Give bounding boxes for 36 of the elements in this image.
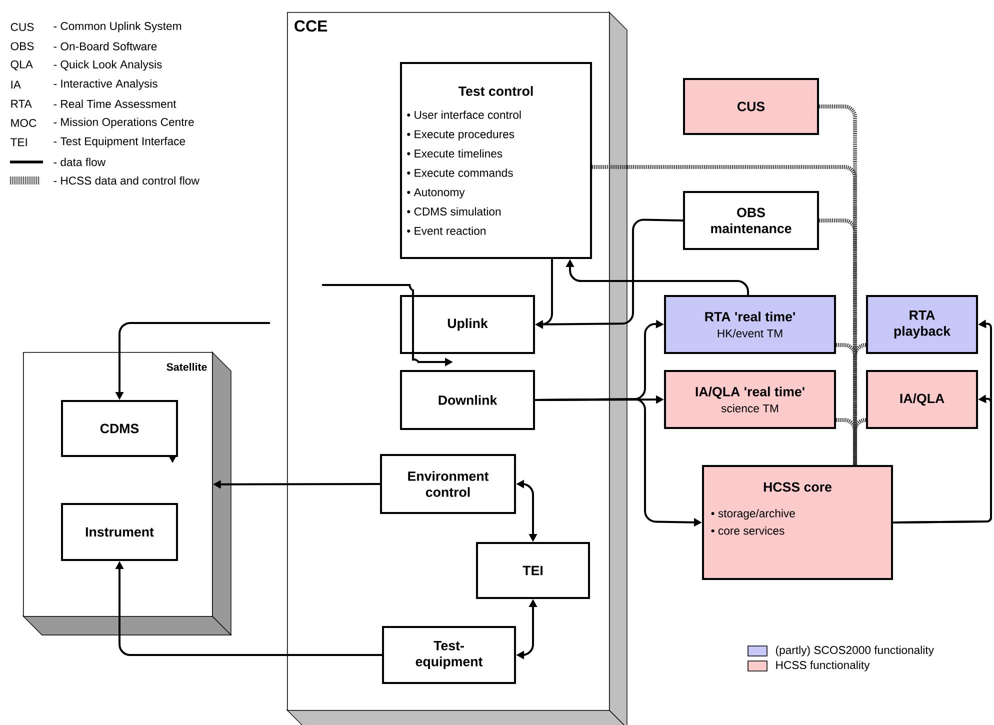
definition-label: - Interactive Analysis <box>54 79 158 90</box>
process-box: TEI <box>476 542 590 599</box>
process-box: OBS maintenance <box>683 191 819 250</box>
definition-label: - Test Equipment Interface <box>54 136 186 148</box>
process-box: RTA playback <box>866 295 978 354</box>
abbreviation-label: OBS <box>10 42 34 50</box>
abbreviation-label: QLA <box>10 60 33 70</box>
process-box: Uplink <box>400 295 535 354</box>
process-box: CDMS <box>61 400 178 457</box>
process-box: CUS <box>683 78 819 135</box>
definition-label: - Mission Operations Centre <box>54 118 194 128</box>
process-box: Test control • User interface control • Execute procedures • Execute timelines • Execute commands • Autonomy • CDMS simulation • Event reaction <box>400 62 592 259</box>
definition-label: - Real Time Assessment <box>54 100 176 108</box>
abbreviation-label: CUS <box>10 23 34 31</box>
process-box: Environment control <box>380 454 516 514</box>
process-box: RTA 'real time' HK/event TM <box>664 295 836 354</box>
process-box: Downlink <box>400 370 535 430</box>
hatched-flow-line <box>836 418 858 465</box>
process-box: Test-equipment <box>382 626 516 684</box>
abbreviation-label: IA <box>11 80 21 88</box>
hatched-flow-line <box>853 418 868 465</box>
abbreviation-label: TEI <box>10 138 27 146</box>
legend-label: HCSS functionality <box>776 660 870 672</box>
definition-label: - Common Uplink System <box>54 22 181 32</box>
abbreviation-label: RTA <box>11 100 32 108</box>
hatched-flow-line <box>836 343 858 465</box>
abbreviation-label: MOC <box>11 119 36 127</box>
legend-label: - HCSS data and control flow <box>54 176 200 185</box>
definition-label: - On-Board Software <box>54 42 157 50</box>
process-box: IA/QLA 'real time' science TM <box>664 370 836 429</box>
process-box: HCSS core • storage/archive • core services <box>702 465 893 580</box>
legend-label: - data flow <box>54 158 106 166</box>
process-box: IA/QLA <box>866 370 978 429</box>
process-box: Instrument <box>61 503 178 561</box>
definition-label: - Quick Look Analysis <box>54 60 162 71</box>
legend-label: (partly) SCOS2000 functionality <box>776 646 934 656</box>
